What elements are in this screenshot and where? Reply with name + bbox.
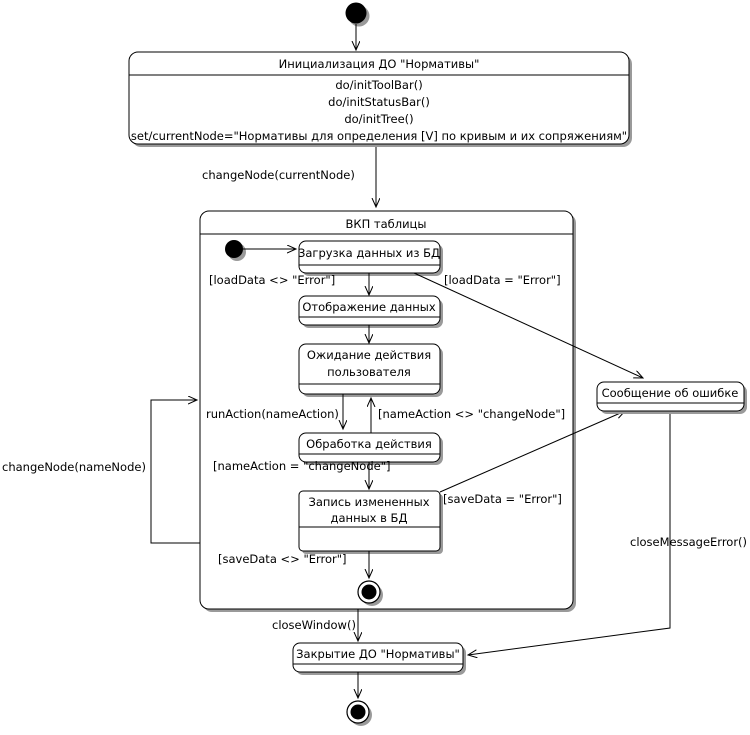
state-init-action-3: do/initTree() (344, 112, 413, 126)
state-save-data[interactable] (298, 490, 443, 554)
label-save-error: [saveData = "Error"] (443, 492, 562, 506)
state-init-action-4: set/currentNode="Нормативы для определен… (131, 129, 627, 143)
state-load-data-label: Загрузка данных из БД (298, 246, 440, 260)
state-error-message-label: Сообщение об ошибке (602, 386, 739, 400)
final-state-composite (357, 580, 383, 606)
transition-change-node-loop (150, 400, 200, 544)
label-change-node-name: changeNode(nameNode) (2, 460, 146, 474)
transition-save-error-to-message (439, 411, 625, 493)
label-run-action: runAction(nameAction) (206, 407, 339, 421)
state-init-label: Инициализация ДО "Нормативы" (279, 57, 480, 71)
transition-load-error-to-message (413, 272, 643, 378)
state-save-data-label-line1: Запись измененных (308, 495, 429, 509)
start-state-composite (225, 240, 246, 261)
state-wait-user[interactable] (298, 343, 443, 397)
state-composite-label: ВКП таблицы (346, 217, 427, 231)
final-state-bottom (346, 700, 372, 726)
transition-close-message-error (468, 414, 671, 655)
label-load-ok: [loadData <> "Error"] (209, 273, 335, 287)
state-process-action-label: Обработка действия (306, 437, 432, 451)
label-save-ok: [saveData <> "Error"] (218, 552, 347, 566)
state-wait-user-label-line1: Ожидание действия (307, 348, 431, 362)
state-show-data-label: Отображение данных (302, 300, 436, 314)
state-init-action-1: do/initToolBar() (335, 78, 422, 92)
state-close-label: Закрытие ДО "Нормативы" (296, 647, 460, 661)
state-error-message[interactable] (596, 381, 747, 414)
label-close-message-error: closeMessageError() (630, 535, 747, 549)
state-show-data[interactable] (298, 295, 443, 328)
label-close-window: closeWindow() (272, 618, 356, 632)
state-load-data[interactable] (298, 240, 443, 276)
label-name-action-change: [nameAction = "changeNode"] (213, 459, 390, 473)
state-process-action[interactable] (298, 432, 443, 465)
label-load-error: [loadData = "Error"] (444, 273, 561, 287)
state-composite-table[interactable] (199, 210, 576, 612)
start-state-top (345, 2, 370, 27)
state-init[interactable] (128, 51, 632, 147)
state-init-action-2: do/initStatusBar() (328, 95, 430, 109)
state-close[interactable] (292, 642, 466, 675)
state-save-data-label-line2: данных в БД (331, 511, 408, 525)
label-name-action-other: [nameAction <> "changeNode"] (378, 407, 565, 421)
state-wait-user-label-line2: пользователя (327, 365, 411, 379)
label-change-node-current: changeNode(currentNode) (202, 168, 355, 182)
